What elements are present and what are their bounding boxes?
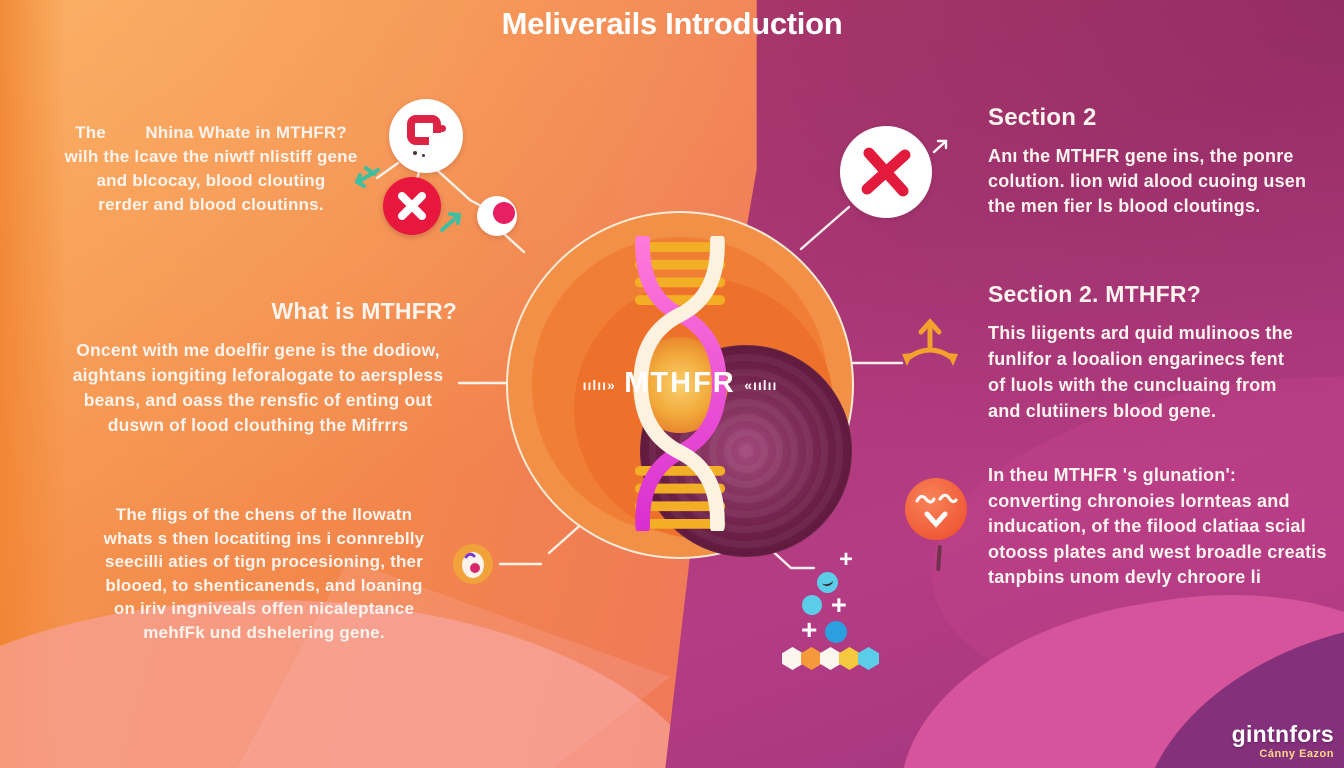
text-line: beans, and oass the rensfic of enting ou… bbox=[83, 390, 433, 410]
text-line: aightans iongiting leforalogate to aersp… bbox=[72, 365, 444, 385]
document-badge-icon bbox=[389, 99, 463, 173]
text-line: whats s then locatiting ins i connreblly bbox=[103, 528, 425, 548]
mthfr-label: MTHFR bbox=[624, 367, 736, 399]
people-balloon-icon bbox=[903, 476, 969, 542]
text-line: The fligs of the chens of the llowatn bbox=[115, 505, 413, 524]
text-line: tanpbins unom devly chroore li bbox=[988, 567, 1262, 587]
text-line: and blcocay, blood clouting bbox=[96, 171, 326, 190]
page-title: Meliverails Introduction bbox=[501, 6, 843, 41]
red-x-badge-icon bbox=[383, 177, 441, 235]
hexagon-shape bbox=[782, 647, 803, 670]
hexagon-shape bbox=[858, 647, 879, 670]
plus-shape: + bbox=[839, 546, 854, 573]
frame-notch bbox=[429, 133, 443, 145]
text-line: rerder and blood cloutinns. bbox=[98, 195, 324, 214]
intro-text-block: The Nhina Whate in MTHFR? wilh the lcave… bbox=[35, 121, 387, 217]
pink-dot-marker-icon bbox=[477, 196, 517, 236]
cell-marker-icon bbox=[452, 543, 494, 585]
hexagon-shape bbox=[820, 647, 841, 670]
cyan-circle-shape bbox=[802, 595, 822, 615]
waveform-right-icon: «ıılıı bbox=[744, 377, 778, 393]
text-line: The Nhina Whate in MTHFR? bbox=[75, 123, 347, 142]
text-line: blooed, to shenticanends, and loaning bbox=[105, 575, 423, 595]
error-x-circle-icon bbox=[840, 126, 932, 218]
text-line: converting chronoies lornteas and bbox=[988, 490, 1290, 511]
text-line: on iriv ingniveals offen nicaleptance bbox=[113, 599, 415, 618]
blue-circle-shape bbox=[825, 621, 847, 643]
speck bbox=[422, 154, 425, 157]
text-line: duswn of lood clouthing the Mifrrrs bbox=[107, 415, 409, 435]
lower-right-text-block: In theu MTHFR 's glunation': converting … bbox=[988, 463, 1344, 591]
speck bbox=[413, 151, 417, 155]
section-2-heading: Section 2 bbox=[988, 104, 1097, 131]
text-line: Anı the MTHFR gene ins, the ponre bbox=[988, 146, 1294, 166]
teal-arrow-icon bbox=[440, 212, 462, 232]
text-line: mehfFk und dshelering gene. bbox=[143, 622, 385, 642]
what-is-mthfr-block: What is MTHFR? Oncent with me doelfir ge… bbox=[55, 298, 461, 438]
text-line: otooss plates and west broadle creatis bbox=[988, 541, 1327, 562]
section-2-mthfr-block: Section 2. MTHFR? This liigents ard quid… bbox=[988, 281, 1340, 424]
waveform-left-icon: ıılıı» bbox=[582, 377, 616, 393]
text-line: seecilli aties of tign procesioning, the… bbox=[104, 552, 424, 571]
hexagon-shape bbox=[801, 647, 822, 670]
text-line: of luols with the cuncluaing from bbox=[988, 375, 1277, 395]
what-is-mthfr-heading: What is MTHFR? bbox=[271, 298, 457, 324]
pink-dot bbox=[493, 202, 515, 224]
text-line: funlifor a looalion engarinecs fent bbox=[988, 349, 1285, 369]
text-line: In theu MTHFR 's glunation': bbox=[988, 465, 1237, 485]
text-line: the men fier ls blood cloutings. bbox=[988, 196, 1261, 216]
section-2-block: Section 2 Anı the MTHFR gene ins, the po… bbox=[988, 104, 1332, 219]
plus-shape: + bbox=[831, 590, 847, 620]
text-line: and clutiiners blood gene. bbox=[988, 401, 1217, 421]
section-2-mthfr-heading: Section 2. MTHFR? bbox=[988, 281, 1201, 307]
red-frame-glyph bbox=[407, 115, 441, 145]
plus-shape: + bbox=[801, 614, 818, 645]
distribute-arrows-icon bbox=[902, 318, 958, 366]
text-line: inducation, of the filood clatiaa scial bbox=[988, 516, 1306, 536]
mthfr-label-group: ıılıı» MTHFR «ıılıı bbox=[540, 367, 820, 400]
dna-helix-icon bbox=[633, 236, 727, 531]
hexagon-shape bbox=[839, 647, 860, 670]
text-line: This liigents ard quid mulinoos the bbox=[988, 323, 1294, 343]
watermark-brand: gintnfors bbox=[1231, 721, 1334, 747]
small-arrow-icon bbox=[932, 139, 948, 154]
cyan-circle-shape bbox=[817, 572, 838, 593]
text-line: colution. lion wid alood cuoing usen bbox=[988, 171, 1307, 191]
lower-left-text-block: The fligs of the chens of the llowatn wh… bbox=[62, 503, 466, 644]
text-line: wilh the lcave the niwtf nlistiff gene bbox=[64, 147, 358, 166]
teal-arrow-icon bbox=[354, 166, 380, 188]
watermark-subtext: Cánny Eazon bbox=[1259, 748, 1334, 760]
watermark: gintnfors Cánny Eazon bbox=[1232, 721, 1334, 760]
scribble-mark bbox=[821, 575, 834, 588]
frame-dot bbox=[439, 125, 446, 132]
text-line: Oncent with me doelfir gene is the dodio… bbox=[76, 340, 440, 360]
